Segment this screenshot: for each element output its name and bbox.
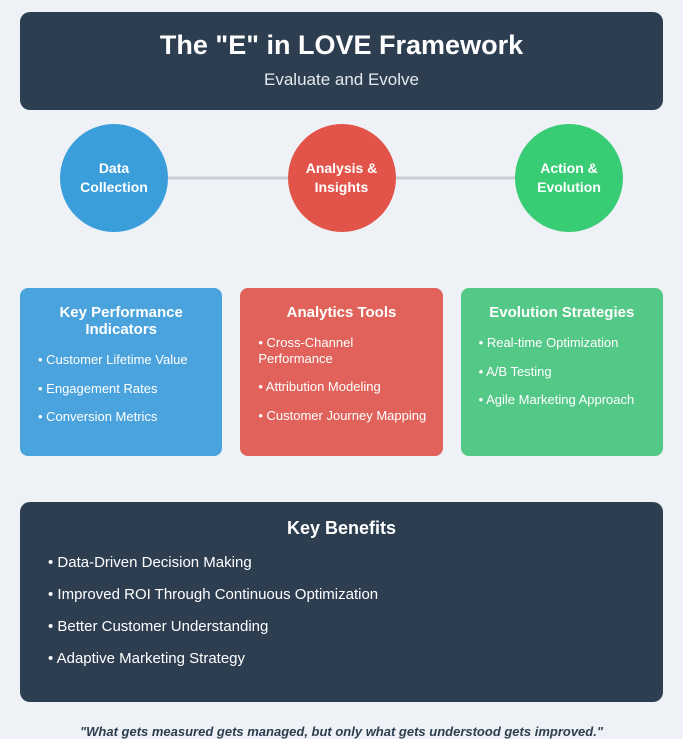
stage-circle-analysis-insights: Analysis & Insights <box>287 124 396 232</box>
page-title: The "E" in LOVE Framework <box>159 30 524 60</box>
header-banner: The "E" in LOVE Framework Evaluate and E… <box>20 12 663 110</box>
benefits-title: Key Benefits <box>286 517 397 538</box>
list-item: Adaptive Marketing Strategy <box>48 650 635 667</box>
card-analytics-tools: Analytics Tools Cross-Channel Performanc… <box>240 288 443 456</box>
card-item-list: Real-time Optimization A/B Testing Agile… <box>475 335 649 408</box>
list-item: Attribution Modeling <box>258 379 428 395</box>
card-evolution-strategies: Evolution Strategies Real-time Optimizat… <box>460 288 663 456</box>
list-item: Customer Journey Mapping <box>258 408 428 424</box>
process-flow: Data Collection Analysis & Insights Acti… <box>60 122 623 234</box>
key-benefits-panel: Key Benefits Data-Driven Decision Making… <box>20 501 663 702</box>
card-item-list: Customer Lifetime Value Engagement Rates… <box>34 352 208 425</box>
card-title: Key Performance Indicators <box>59 304 183 338</box>
card-item-list: Cross-Channel Performance Attribution Mo… <box>254 335 428 423</box>
list-item: Cross-Channel Performance <box>258 335 428 366</box>
stage-circle-data-collection: Data Collection <box>60 124 168 232</box>
page-subtitle: Evaluate and Evolve <box>264 70 419 89</box>
detail-cards-row: Key Performance Indicators Customer Life… <box>20 288 663 456</box>
card-key-performance-indicators: Key Performance Indicators Customer Life… <box>20 288 223 456</box>
list-item: A/B Testing <box>479 364 649 380</box>
list-item: Improved ROI Through Continuous Optimiza… <box>48 586 635 603</box>
list-item: Data-Driven Decision Making <box>48 554 635 571</box>
list-item: Better Customer Understanding <box>48 618 635 635</box>
benefits-list: Data-Driven Decision Making Improved ROI… <box>48 554 635 667</box>
list-item: Agile Marketing Approach <box>479 392 649 408</box>
list-item: Customer Lifetime Value <box>38 352 208 368</box>
card-title: Evolution Strategies <box>489 304 635 321</box>
stage-circle-action-evolution: Action & Evolution <box>515 124 623 232</box>
list-item: Conversion Metrics <box>38 409 208 425</box>
list-item: Real-time Optimization <box>479 335 649 351</box>
list-item: Engagement Rates <box>38 381 208 397</box>
card-title: Analytics Tools <box>286 304 397 321</box>
footer-quote: "What gets measured gets managed, but on… <box>79 723 603 739</box>
